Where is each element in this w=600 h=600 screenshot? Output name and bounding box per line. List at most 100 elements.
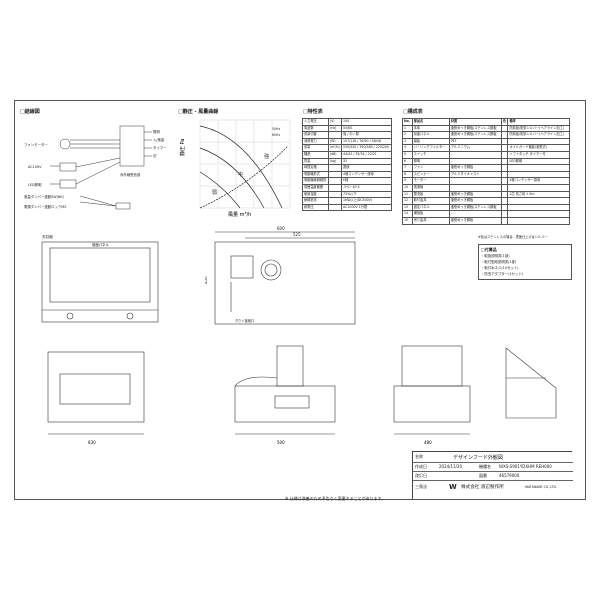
parts-cell: 亜鉛めっき鋼板 [448, 216, 502, 225]
bottom-view: 630 [47, 351, 145, 445]
parts-header-cell: 材質 [448, 118, 502, 126]
parts-cell: 4 [402, 144, 413, 152]
label-front-panel: 前面パネル [92, 242, 110, 247]
parts-footnote: ※色はステンレスの場合、表面仕上げはシルバー [478, 235, 548, 239]
parts-section-title: □構成表 [403, 109, 423, 115]
curve-high [199, 125, 283, 209]
spec-cell: 風量切替 [302, 131, 329, 139]
spec-row: 質量(kg)32 [302, 157, 392, 166]
parts-cell: 整流板 [411, 190, 450, 199]
wiring-label-ir: 赤外線受信部 [120, 172, 141, 177]
legend-60hz: 60Hz [272, 133, 280, 137]
spec-cell: 入力電圧 [302, 118, 329, 126]
spec-cell: 100 [341, 118, 392, 126]
spec-row: 消費電力(W)107/118 / 76/90 / 48/48 [302, 137, 392, 146]
spec-cell: (Hz) [327, 124, 343, 133]
tb-revise-label: 改訂日 [415, 473, 427, 478]
spec-cell: 周波数 [302, 124, 329, 133]
parts-cell: 15 [402, 216, 413, 225]
parts-cell [500, 124, 509, 133]
parts-header-cell: 色 [500, 118, 509, 126]
parts-cell: 照明 [411, 157, 450, 166]
parts-header-cell: 備考 [507, 118, 570, 126]
wiring-label-light: 照明 [153, 130, 160, 134]
accessory-item: ・防虫アダプター(1セット) [481, 272, 524, 276]
spec-cell: AC1000V 1分間 [341, 203, 392, 212]
side-profile-view [505, 347, 557, 419]
parts-cell [500, 183, 509, 192]
front-view: 天井面 前面パネル [41, 234, 159, 323]
parts-cell: スピンナー [411, 170, 450, 179]
accessory-item: ・取付木ネジ(10セット) [481, 266, 519, 270]
spec-cell [327, 203, 343, 212]
parts-cell: 14 [402, 210, 413, 218]
spec-row: 電動機絶縁種別 E種 [302, 177, 392, 185]
parts-cell: - [448, 150, 502, 159]
wiring-label-airflow: 入/風量 [153, 137, 165, 142]
spec-row: 周波数(Hz)50/60 [302, 124, 392, 133]
spec-cell [327, 131, 343, 139]
parts-cell: PET [448, 137, 502, 146]
parts-cell [507, 164, 570, 172]
parts-cell: 亜鉛めっき鋼板 [448, 190, 502, 199]
parts-cell [500, 131, 509, 139]
dim-500: 500 [277, 440, 285, 445]
spec-section-title: □特性表 [303, 109, 323, 115]
spec-cell: 44/42 / 35/34 / 22/21 [341, 150, 392, 159]
wiring-section-title: □結線図 [20, 109, 40, 115]
dim-525: 525 [293, 232, 301, 237]
spec-cell: (kg) [327, 157, 343, 166]
spec-cell: 電動機絶縁種別 [302, 177, 329, 185]
parts-cell [500, 144, 509, 152]
series-label-high: 強 [264, 153, 269, 160]
spec-cell [327, 183, 343, 192]
parts-cell [500, 170, 509, 179]
tb-date-value: 2024/11/20 [439, 464, 463, 469]
series-label-mid: 中 [238, 171, 243, 178]
parts-cell: ファン [411, 164, 450, 172]
tb-dwg-value: 46579000 [499, 473, 520, 478]
parts-cell: - [448, 210, 502, 218]
parts-cell: 亜鉛めっき鋼板 [448, 164, 502, 172]
tb-company-en: WATANABE CO.,LTD. [525, 485, 557, 489]
parts-cell: 前面パネル [411, 131, 450, 139]
parts-cell [507, 197, 570, 205]
spec-row: 風量(m³/h)555/520 / 390/385 / 220/200 [302, 144, 392, 152]
parts-cell: ソフトタッチ タイマー付 [507, 150, 570, 159]
parts-cell: 3 [402, 137, 413, 146]
accessories-box: □付属品 ・取扱説明書(1部) ・取付型紙説明書(1部) ・取付木ネジ(10セッ… [478, 244, 572, 280]
accessories-title: □付属品 [481, 247, 497, 252]
wiring-label-damper: 風量ダンパー連動SW(BK) [24, 194, 65, 199]
spec-cell: 質量 [302, 157, 329, 166]
tb-model-label: 機種名 [479, 464, 491, 469]
spec-row: 周囲温度範囲-5℃~40℃ [302, 183, 392, 192]
parts-header-cell: No. [402, 118, 413, 126]
parts-cell: アルミダイキャスト [448, 170, 502, 179]
parts-cell: - [448, 177, 502, 185]
spec-cell: 使用湿度 [302, 190, 329, 199]
parts-cell: 8 [402, 170, 413, 179]
dim-480: 480 [424, 440, 432, 445]
spec-cell [327, 177, 343, 185]
title-block: 名称 デザインフード外観図 作成日 2024/11/20 機種名 WXS-S90… [412, 451, 573, 499]
wiring-label-lock: 電源ダンパー連動ロックMS [24, 204, 66, 209]
parts-cell: モーター [411, 177, 450, 185]
spec-cell: 絶縁抵抗 [302, 197, 329, 205]
spec-cell: 連続 [341, 164, 392, 172]
spec-cell: 107/118 / 76/90 / 48/48 [341, 137, 392, 146]
parts-cell: 亜鉛めっき鋼板 [448, 197, 502, 205]
spec-cell: E種 [341, 177, 392, 185]
curve-low [199, 171, 241, 209]
spec-row: 騒音(dB)44/42 / 35/34 / 22/21 [302, 150, 392, 159]
parts-cell: スイッチ [411, 150, 450, 159]
accessory-item: ・取付型紙説明書(1部) [481, 260, 517, 264]
spec-cell: 風量 [302, 144, 329, 152]
